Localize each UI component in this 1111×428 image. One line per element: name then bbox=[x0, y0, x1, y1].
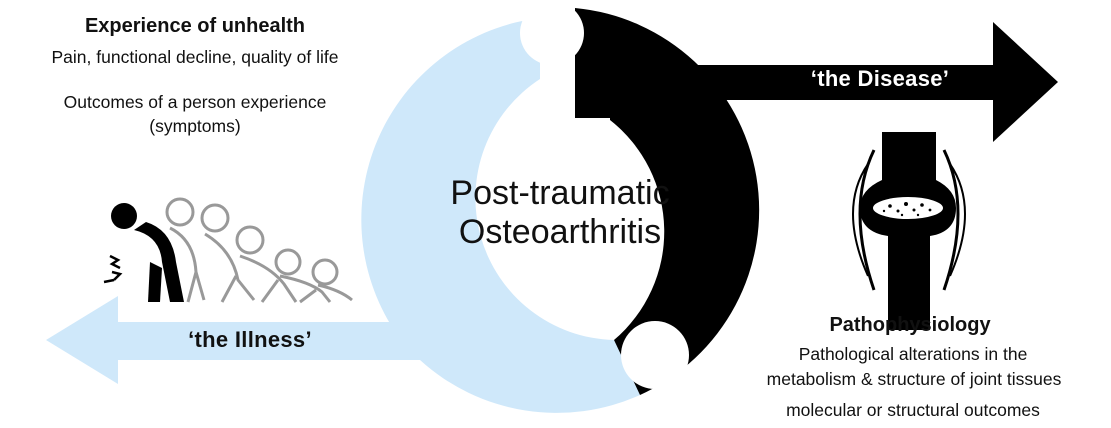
pain-marks bbox=[104, 256, 120, 282]
illness-heading: Experience of unhealth bbox=[50, 14, 340, 39]
disease-line2: molecular or structural outcomes bbox=[740, 400, 1086, 422]
disease-arrow-label: ‘the Disease’ bbox=[770, 65, 990, 93]
top-notch bbox=[520, 1, 584, 65]
disease-line1a: Pathological alterations in the bbox=[746, 344, 1080, 366]
center-title-line2: Osteoarthritis bbox=[420, 213, 700, 252]
disease-line1b: metabolism & structure of joint tissues bbox=[722, 369, 1106, 391]
illness-line2b: (symptoms) bbox=[20, 116, 370, 138]
person-decline-icon bbox=[104, 199, 352, 302]
illness-line1: Pain, functional decline, quality of lif… bbox=[2, 47, 388, 69]
joint-icon bbox=[853, 132, 965, 330]
disease-heading: Pathophysiology bbox=[810, 313, 1010, 338]
bottom-notch bbox=[621, 321, 689, 389]
center-title-line1: Post-traumatic bbox=[420, 174, 700, 213]
illness-line2a: Outcomes of a person experience bbox=[20, 92, 370, 114]
illness-arrow-label: ‘the Illness’ bbox=[150, 326, 350, 354]
